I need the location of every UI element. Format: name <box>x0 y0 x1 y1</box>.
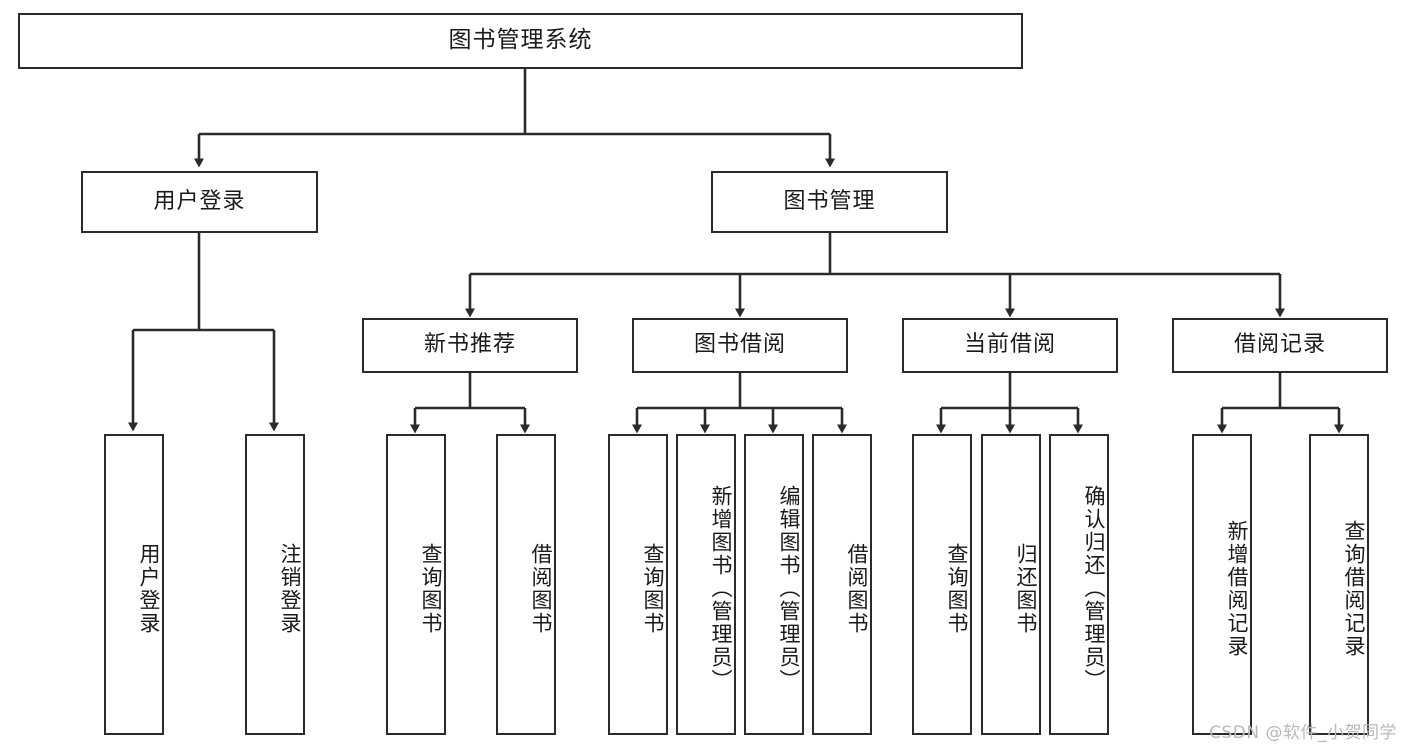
leaf-add-record[interactable]: 新增借阅记录 <box>1192 434 1252 735</box>
leaf-user-login[interactable]: 用户登录 <box>104 434 164 735</box>
node-book-management-label: 图书管理 <box>783 188 876 214</box>
node-current-borrow[interactable]: 当前借阅 <box>902 318 1118 373</box>
leaf-logout-login[interactable]: 注销登录 <box>245 434 305 735</box>
node-borrow-record-label: 借阅记录 <box>1233 332 1326 358</box>
leaf-confirm-return[interactable]: 确认归还（管理员） <box>1049 434 1109 735</box>
node-book-borrow-label: 图书借阅 <box>693 332 786 358</box>
leaf-edit-book[interactable]: 编辑图书（管理员） <box>744 434 804 735</box>
leaf-query-book-2[interactable]: 查询图书 <box>608 434 668 735</box>
node-user-login[interactable]: 用户登录 <box>81 171 318 233</box>
leaf-borrow-book-2-label: 借阅图书 <box>845 542 869 635</box>
leaf-logout-login-label: 注销登录 <box>278 542 302 635</box>
leaf-borrow-book-1[interactable]: 借阅图书 <box>496 434 556 735</box>
leaf-add-book-label: 新增图书（管理员） <box>709 485 733 692</box>
node-root-system[interactable]: 图书管理系统 <box>18 13 1023 69</box>
leaf-query-record-label: 查询借阅记录 <box>1342 519 1366 658</box>
leaf-add-book[interactable]: 新增图书（管理员） <box>676 434 736 735</box>
leaf-confirm-return-label: 确认归还（管理员） <box>1082 485 1106 692</box>
node-book-management[interactable]: 图书管理 <box>711 171 948 233</box>
leaf-query-book-2-label: 查询图书 <box>641 542 665 635</box>
node-current-borrow-label: 当前借阅 <box>963 332 1056 358</box>
leaf-borrow-book-2[interactable]: 借阅图书 <box>812 434 872 735</box>
node-user-login-label: 用户登录 <box>153 188 246 214</box>
csdn-watermark: CSDN @软件_小贺同学 <box>1209 723 1397 743</box>
leaf-user-login-label: 用户登录 <box>137 542 161 635</box>
leaf-query-record[interactable]: 查询借阅记录 <box>1309 434 1369 735</box>
leaf-return-book[interactable]: 归还图书 <box>981 434 1041 735</box>
leaf-return-book-label: 归还图书 <box>1014 542 1038 635</box>
leaf-query-book-1-label: 查询图书 <box>419 542 443 635</box>
node-book-borrow[interactable]: 图书借阅 <box>632 318 848 373</box>
leaf-query-book-3-label: 查询图书 <box>945 542 969 635</box>
node-borrow-record[interactable]: 借阅记录 <box>1172 318 1388 373</box>
leaf-query-book-1[interactable]: 查询图书 <box>386 434 446 735</box>
node-new-book-recommend[interactable]: 新书推荐 <box>362 318 578 373</box>
node-root-label: 图书管理系统 <box>448 27 593 54</box>
node-new-book-recommend-label: 新书推荐 <box>423 332 516 358</box>
leaf-add-record-label: 新增借阅记录 <box>1225 519 1249 658</box>
leaf-query-book-3[interactable]: 查询图书 <box>912 434 972 735</box>
leaf-edit-book-label: 编辑图书（管理员） <box>777 485 801 692</box>
leaf-borrow-book-1-label: 借阅图书 <box>529 542 553 635</box>
